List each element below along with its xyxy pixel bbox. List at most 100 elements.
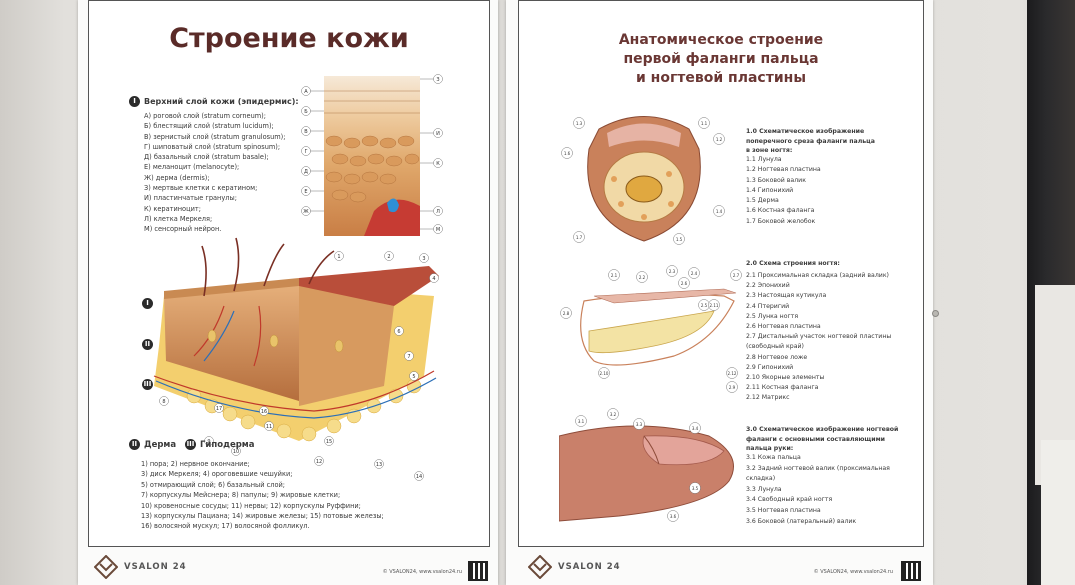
section1-item: 1.5 Дерма bbox=[746, 197, 779, 205]
callout-label: 15 bbox=[326, 439, 332, 445]
section2-item: 2.6 Ногтевая пластина bbox=[746, 323, 821, 331]
callout-marker bbox=[573, 231, 585, 243]
bone-phalanx bbox=[625, 175, 663, 203]
copyright: © VSALON24, www.vsalon24.ru bbox=[382, 569, 462, 575]
background-paper bbox=[1041, 440, 1075, 585]
callout-marker bbox=[667, 510, 679, 522]
epidermis-item: Е) меланоцит (melanocyte); bbox=[144, 163, 240, 172]
callout-marker bbox=[384, 251, 394, 261]
section3-heading: 3.0 Схематическое изображение ногтевой ф… bbox=[746, 425, 898, 454]
section2-item: 2.4 Птеригий bbox=[746, 302, 790, 310]
callout-label: 2 bbox=[387, 254, 390, 260]
epidermis-item: Г) шиповатый слой (stratum spinosum); bbox=[144, 142, 281, 151]
callout-marker bbox=[607, 408, 619, 420]
section3-item: 3.1 Кожа пальца bbox=[746, 454, 801, 461]
epidermis-item: З) мертвые клетки с кератином; bbox=[144, 184, 258, 193]
section1-item: 1.6 Костная фаланга bbox=[746, 207, 815, 215]
section2-item: (свободный край) bbox=[746, 343, 804, 351]
callout-label: 13 bbox=[376, 462, 382, 468]
callout-label: 10 bbox=[233, 449, 239, 455]
section2-item: 2.9 Гипонихий bbox=[746, 363, 794, 371]
section1-item: 1.7 Боковой желобок bbox=[746, 217, 816, 225]
layer-badge: III bbox=[142, 379, 153, 390]
callout-label: 2.3 bbox=[669, 269, 676, 274]
epidermis-item: Л) клетка Меркеля; bbox=[144, 214, 213, 223]
section2-item: 2.5 Лунка ногтя bbox=[746, 312, 799, 320]
callout-label: 9 bbox=[207, 439, 210, 445]
section2-item: 2.7 Дистальный участок ногтевой пластины bbox=[746, 333, 892, 341]
epidermis-item: К) кератиноцит; bbox=[144, 204, 201, 213]
callout-label: 2.8 bbox=[563, 311, 570, 316]
callout-label: 8 bbox=[162, 399, 165, 405]
callout-label: 2.4 bbox=[691, 271, 698, 276]
mount-screw bbox=[932, 310, 939, 317]
finger-cross-section-diagram: 1.11.21.31.41.51.61.7 bbox=[561, 116, 725, 245]
background-dark-edge bbox=[1027, 0, 1075, 585]
heading-line: 2.0 Схема строения ногтя: bbox=[746, 260, 840, 267]
callout-marker bbox=[726, 367, 738, 379]
callout-label: 11 bbox=[266, 424, 272, 430]
callout-marker bbox=[374, 459, 384, 469]
dermis-item: 13) корпускулы Пациана; 14) жировые желе… bbox=[141, 512, 384, 521]
section1-item: 1.1 Лунула bbox=[746, 156, 782, 163]
callout-marker bbox=[433, 128, 443, 138]
callout-marker bbox=[433, 224, 443, 234]
title-line: и ногтевой пластины bbox=[636, 70, 806, 86]
dermis-red bbox=[364, 199, 420, 236]
callout-marker bbox=[433, 74, 443, 84]
callout-marker bbox=[573, 117, 585, 129]
heading-line: в зоне ногтя: bbox=[746, 147, 793, 155]
section2-item: 2.2 Эпонихий bbox=[746, 282, 790, 290]
section2-item: 2.8 Ногтевое ложе bbox=[746, 353, 808, 361]
epidermis-flap bbox=[299, 266, 439, 306]
callout-marker bbox=[708, 299, 720, 311]
callout-marker bbox=[404, 351, 414, 361]
callout-marker bbox=[560, 307, 572, 319]
heading-line: 3.0 Схематическое изображение ногтевой bbox=[746, 426, 899, 433]
callout-marker bbox=[433, 206, 443, 216]
dermis-item: 1) пора; 2) нервное окончание; bbox=[141, 460, 250, 468]
callout-label: 2.10 bbox=[600, 371, 609, 376]
brand-name: VSALON 24 bbox=[558, 562, 621, 572]
callout-marker bbox=[324, 436, 334, 446]
callout-marker bbox=[561, 147, 573, 159]
section1-item: 1.4 Гипонихий bbox=[746, 186, 794, 194]
brand-logo: VSALON 24 bbox=[94, 555, 187, 579]
section2-item: 2.12 Матрикс bbox=[746, 394, 790, 402]
callout-label: 1.1 bbox=[701, 121, 708, 126]
callout-marker bbox=[689, 422, 701, 434]
callout-marker bbox=[673, 233, 685, 245]
vsalon-logo-icon bbox=[528, 555, 552, 579]
callout-label: 5 bbox=[412, 374, 415, 380]
callout-label: 3.2 bbox=[610, 412, 617, 417]
callout-label: 14 bbox=[416, 474, 422, 480]
callout-label: М bbox=[436, 227, 440, 233]
callout-marker bbox=[214, 403, 224, 413]
section3-item: 3.6 Боковой (латеральный) валик bbox=[746, 517, 857, 525]
callout-marker bbox=[264, 421, 274, 431]
callout-label: 6 bbox=[397, 329, 400, 335]
dermis-item: 10) кровеносные сосуды; 11) нервы; 12) к… bbox=[141, 501, 361, 510]
callout-marker bbox=[301, 86, 311, 96]
dermis-item: 16) волосяной мускул; 17) волосяной фолл… bbox=[141, 522, 310, 531]
heading-line: 1.0 Схематическое изображение bbox=[746, 128, 865, 135]
callout-label: 2.12 bbox=[728, 371, 737, 376]
callout-marker bbox=[301, 206, 311, 216]
callout-label: 1.5 bbox=[676, 237, 683, 242]
callout-marker bbox=[259, 406, 269, 416]
dermis-item: 5) отмирающий слой; 6) базальный слой; bbox=[141, 480, 286, 489]
callout-marker bbox=[314, 456, 324, 466]
callout-marker bbox=[433, 158, 443, 168]
section3-item: 3.4 Свободный край ногтя bbox=[746, 496, 833, 504]
callout-label: И bbox=[436, 131, 440, 137]
poster-frame: Анатомическое строение первой фаланги па… bbox=[518, 0, 924, 547]
section1-item: 1.3 Боковой валик bbox=[746, 176, 806, 184]
copyright: © VSALON24, www.vsalon24.ru bbox=[813, 569, 893, 575]
callout-marker bbox=[726, 381, 738, 393]
callout-label: 3.1 bbox=[578, 419, 585, 424]
callout-label: Ж bbox=[303, 209, 309, 215]
callout-label: 2.7 bbox=[733, 273, 740, 278]
heading-line: фаланги с основными составляющими bbox=[746, 435, 885, 443]
